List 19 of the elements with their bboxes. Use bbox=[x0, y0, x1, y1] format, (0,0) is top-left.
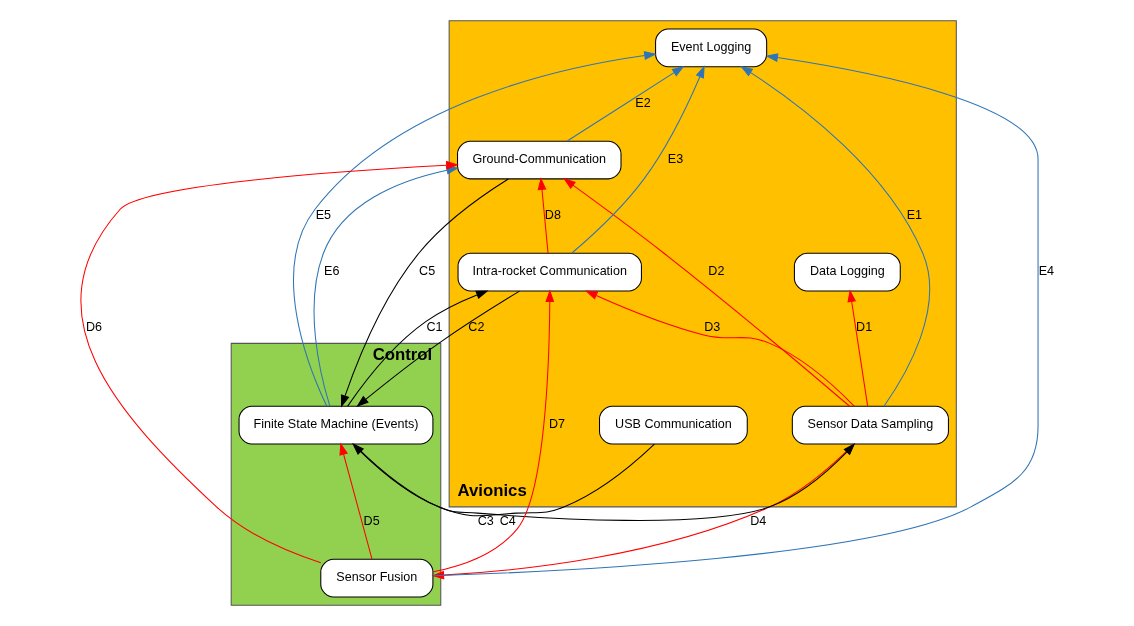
edge-label: C3 bbox=[477, 514, 494, 529]
edge-label: E2 bbox=[634, 96, 651, 111]
edge-label: D5 bbox=[363, 514, 380, 529]
edge-label: E3 bbox=[667, 152, 683, 167]
edge-label: E6 bbox=[323, 264, 339, 279]
edge-label: E5 bbox=[315, 208, 331, 223]
edge-label: E1 bbox=[906, 208, 922, 223]
edge-label: C1 bbox=[425, 320, 443, 335]
edge-label: C2 bbox=[467, 320, 484, 335]
edge-label: D1 bbox=[855, 320, 872, 335]
edge-label: D6 bbox=[85, 320, 102, 335]
edge-label: D3 bbox=[703, 320, 720, 335]
edge-label: C5 bbox=[418, 264, 435, 279]
edge-label: D7 bbox=[548, 417, 565, 432]
edge-label: D4 bbox=[749, 514, 766, 529]
edge-label: D2 bbox=[707, 264, 724, 279]
edge-label: E4 bbox=[1038, 264, 1054, 279]
edge-label: C4 bbox=[499, 514, 516, 529]
edge-label: D8 bbox=[544, 208, 561, 223]
